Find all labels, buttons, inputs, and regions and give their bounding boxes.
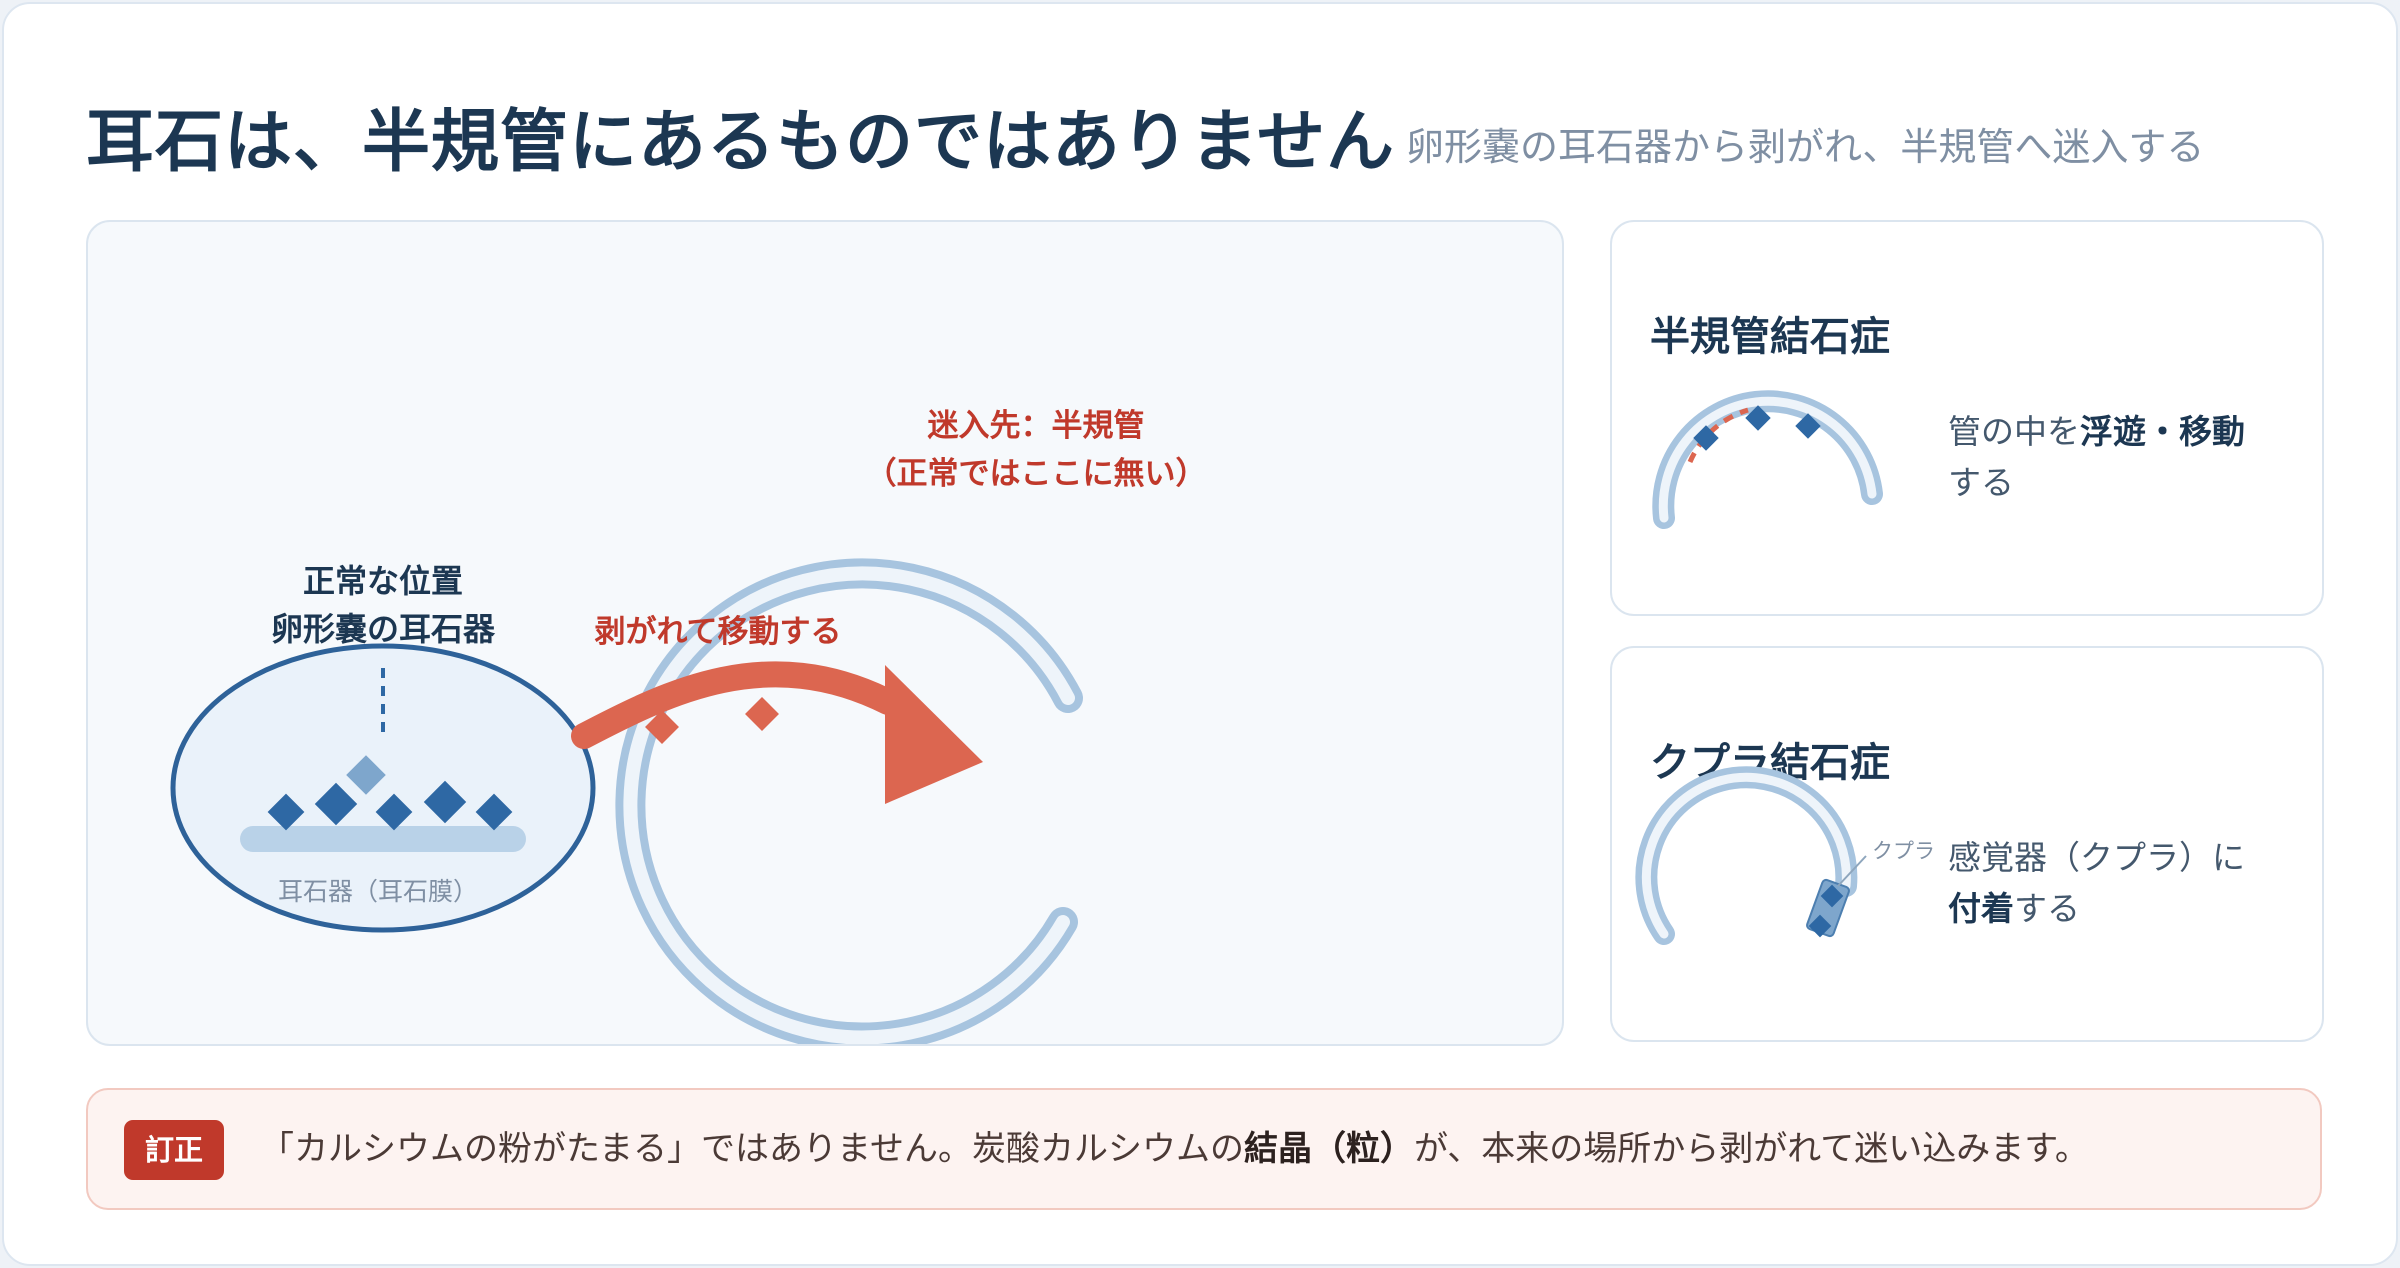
cupula-label: クプラ xyxy=(1872,839,1935,863)
move-label: 剥がれて移動する xyxy=(594,614,841,650)
canalithiasis-description: 管の中を浮遊・移動 する xyxy=(1948,406,2245,508)
normal-position-label: 正常な位置 xyxy=(303,562,463,600)
destination-note: （正常ではここに無い） xyxy=(866,456,1207,492)
cupulolithiasis-description: 感覚器（クプラ）に 付着する xyxy=(1948,832,2245,934)
otolith-crystal xyxy=(267,793,305,831)
movement-trail xyxy=(1687,407,1749,463)
correction-text-post: が、本来の場所から剥がれて迷い込みます。 xyxy=(1413,1129,2089,1169)
main-diagram-panel: 正常な位置 卵形嚢の耳石器 耳石器（耳石膜） 剥がれて移動する 迷入先：半規管 … xyxy=(86,220,1564,1046)
page-subtitle: 卵形嚢の耳石器から剥がれ、半規管へ迷入する xyxy=(1406,125,2205,169)
desc-bold: 付着 xyxy=(1948,889,2014,928)
otolith-crystal xyxy=(475,793,513,831)
otolith-crystal xyxy=(375,793,413,831)
canalithiasis-card: 半規管結石症 管の中を浮遊・移動 する xyxy=(1610,220,2324,616)
canal-arc-lumen xyxy=(1641,772,1851,939)
correction-text-pre: 「カルシウムの粉がたまる」ではありません。炭酸カルシウムの xyxy=(260,1129,1244,1169)
desc-text: 管の中を xyxy=(1948,412,2080,451)
migration-arrowhead xyxy=(885,665,983,804)
cupulolithiasis-diagram: クプラ xyxy=(1635,766,1935,945)
desc-text: する xyxy=(2014,889,2080,928)
desc-text: する xyxy=(1948,463,2014,502)
desc-bold: 浮遊・移動 xyxy=(2080,412,2245,451)
utricle xyxy=(170,643,596,933)
canalithiasis-title: 半規管結石症 xyxy=(1650,314,1890,360)
page-title: 耳石は、半規管にあるものではありません xyxy=(86,103,1395,182)
otolith-membrane xyxy=(240,826,526,852)
cupula-pointer-line xyxy=(1837,855,1867,887)
canal-arc-lumen xyxy=(1658,396,1877,523)
utricle-otolith-label: 卵形嚢の耳石器 xyxy=(271,610,496,648)
correction-text: 「カルシウムの粉がたまる」ではありません。炭酸カルシウムの結晶（粒）が、本来の場… xyxy=(260,1122,2089,1176)
cupulolithiasis-card: クプラ結石症 クプラ 感覚器（クプラ）に 付着する xyxy=(1610,646,2324,1042)
desc-text: 感覚器（クプラ）に xyxy=(1948,838,2245,877)
detaching-crystal xyxy=(346,755,386,795)
semicircular-canal-lumen xyxy=(623,566,1075,1044)
otolith-organ-label: 耳石器（耳石膜） xyxy=(278,877,478,906)
correction-badge: 訂正 xyxy=(124,1120,224,1180)
destination-label: 迷入先：半規管 xyxy=(928,408,1145,444)
moving-crystal xyxy=(745,697,779,731)
canalithiasis-diagram xyxy=(1652,390,1883,529)
correction-text-bold: 結晶（粒） xyxy=(1243,1129,1414,1169)
migration-arrow xyxy=(571,661,901,749)
otolith-migration-diagram: 正常な位置 卵形嚢の耳石器 耳石器（耳石膜） 剥がれて移動する 迷入先：半規管 … xyxy=(170,408,1207,1044)
correction-box: 訂正 「カルシウムの粉がたまる」ではありません。炭酸カルシウムの結晶（粒）が、本… xyxy=(86,1088,2322,1210)
